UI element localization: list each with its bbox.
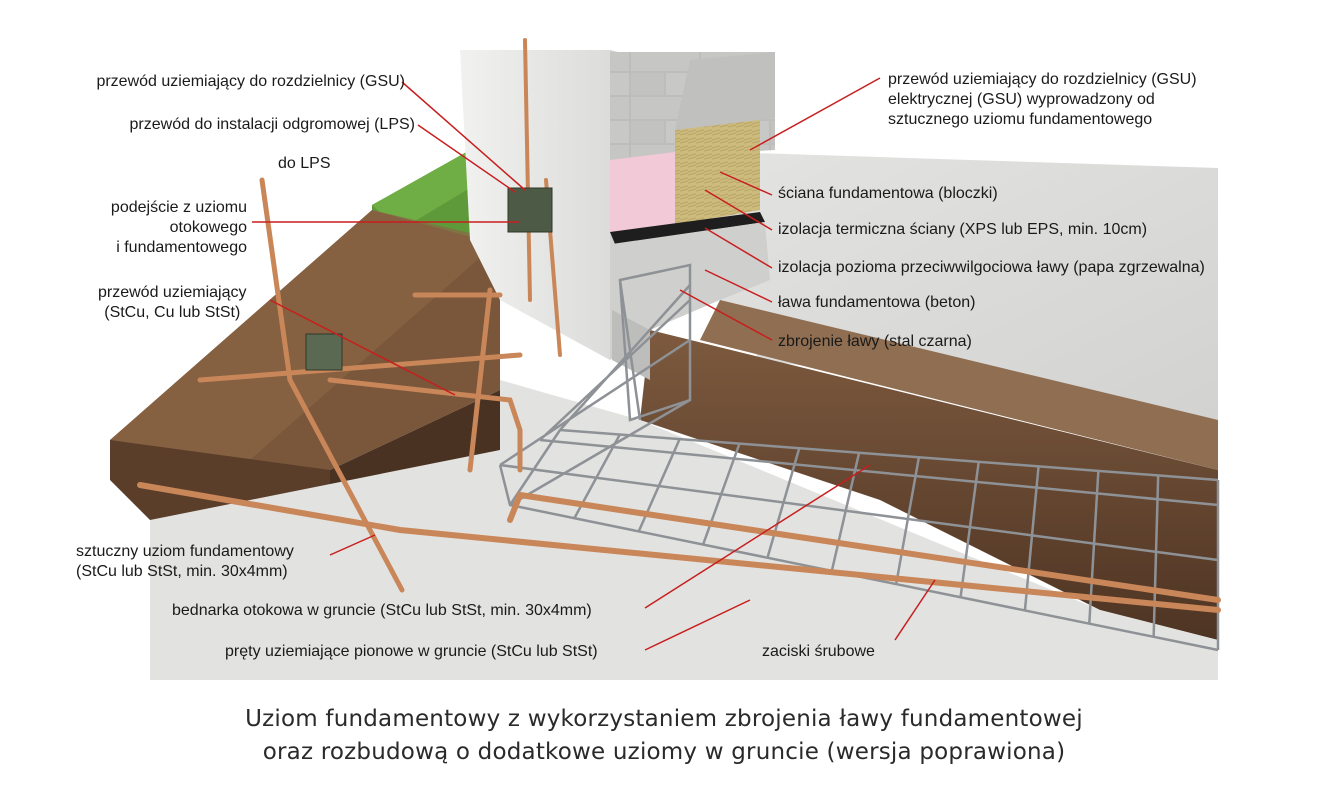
label-do-lps: do LPS	[278, 155, 331, 172]
label-footing: ława fundamentowa (beton)	[778, 294, 976, 311]
rebar-stirrup	[959, 461, 980, 598]
xps-insulation	[610, 152, 675, 232]
label-gsu-right: przewód uziemiający do rozdzielnicy (GSU…	[888, 71, 1197, 128]
soil-right	[700, 300, 1218, 470]
rebar-stirrup	[830, 452, 861, 572]
rebar-cage	[498, 263, 1220, 652]
horiz-rod	[197, 352, 523, 383]
mineral-wool	[675, 118, 760, 225]
copper-conductors	[137, 38, 1221, 613]
rebar-stirrup	[1152, 475, 1160, 637]
label-ring-strip: bednarka otokowa w gruncie (StCu lub StS…	[172, 602, 592, 619]
junction-box-wall	[507, 187, 553, 233]
rebar-stirrup	[701, 443, 741, 545]
label-damp: izolacja pozioma przeciwwilgociowa ławy …	[778, 259, 1205, 276]
label-vertical-rods: pręty uziemiające pionowe w gruncie (StC…	[225, 643, 598, 660]
label-ground-wire: przewód uziemiający (StCu, Cu lub StSt)	[98, 284, 247, 321]
label-foundation-electrode: sztuczny uziom fundamentowy (StCu lub St…	[76, 543, 294, 580]
caption-line-1: Uziom fundamentowy z wykorzystaniem zbro…	[245, 706, 1083, 732]
caption-line-2: oraz rozbudową o dodatkowe uziomy w grun…	[262, 739, 1066, 765]
label-rebar: zbrojenie ławy (stal czarna)	[778, 333, 972, 350]
rebar-stirrup	[894, 457, 921, 585]
riser-1	[523, 38, 532, 302]
trench-floor	[150, 380, 1218, 680]
rebar-stirrup	[1023, 466, 1040, 611]
foundation-strip	[507, 491, 1221, 603]
vertical-rod-2	[467, 287, 493, 473]
label-lps: przewód do instalacji odgromowej (LPS)	[129, 116, 415, 133]
label-clamps: zaciski śrubowe	[762, 643, 875, 660]
vertical-rod-1	[259, 177, 405, 593]
soil-trench-right	[640, 330, 1218, 640]
label-thermal: izolacja termiczna ściany (XPS lub EPS, …	[778, 221, 1148, 238]
ground-wire	[327, 377, 523, 473]
damp-membrane	[610, 212, 765, 244]
rebar-stirrup	[766, 447, 801, 559]
label-wall: ściana fundamentowa (bloczki)	[778, 185, 998, 202]
label-approach: podejście z uziomu otokowego i fundament…	[110, 199, 247, 256]
ring-strip	[137, 482, 1221, 613]
label-gsu-left: przewód uziemiający do rozdzielnicy (GSU…	[96, 73, 405, 90]
leader-lines	[252, 77, 936, 651]
junction-box-ground	[305, 333, 343, 371]
